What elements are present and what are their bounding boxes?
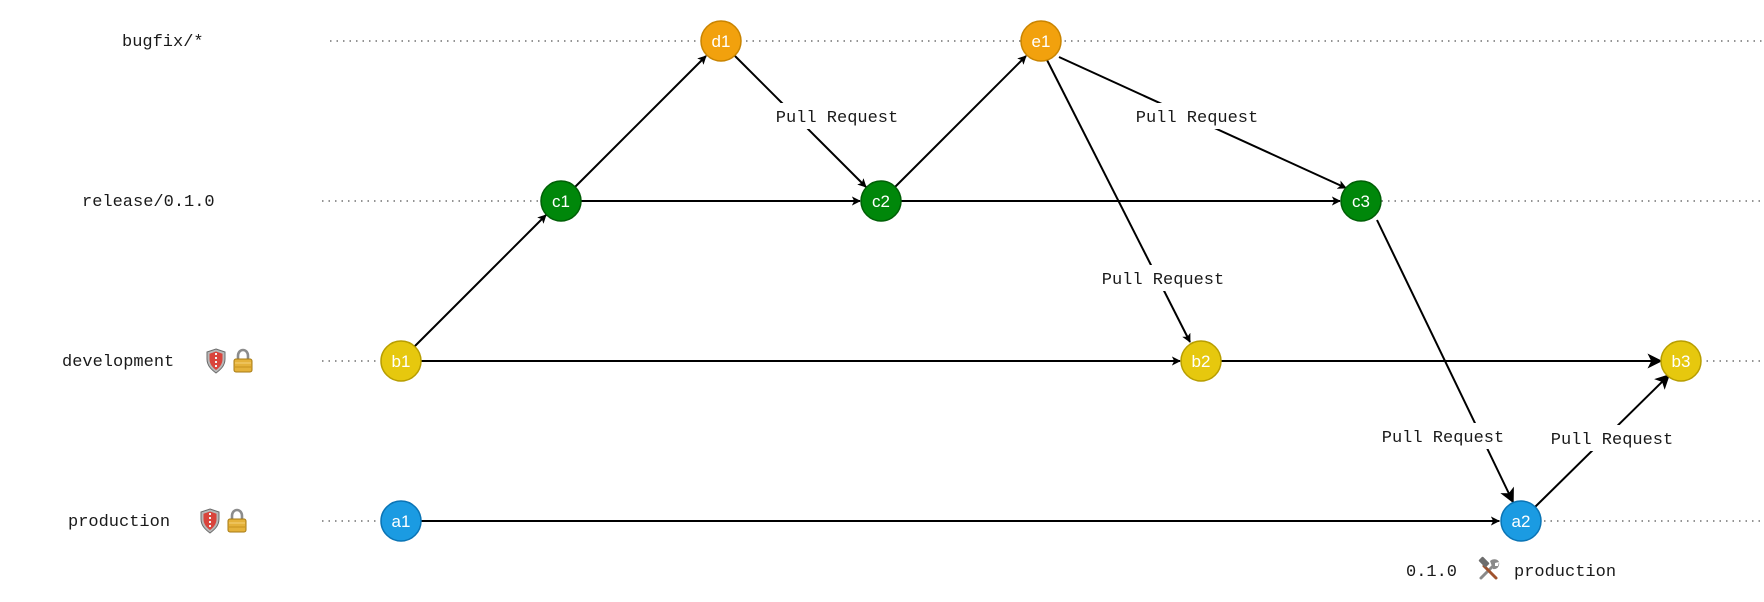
commit-node-b2: b2 <box>1180 340 1222 382</box>
branch-label-development: development <box>62 353 174 372</box>
edge-b1-c1 <box>413 214 547 348</box>
commit-node-b1: b1 <box>380 340 422 382</box>
svg-text:e1: e1 <box>1032 32 1051 51</box>
commit-node-a1: a1 <box>380 500 422 542</box>
commit-node-b3: b3 <box>1660 340 1702 382</box>
svg-text:Pull Request: Pull Request <box>1382 429 1504 448</box>
release-tag-environment: production <box>1514 563 1616 582</box>
hammer-wrench-icon <box>1478 556 1500 580</box>
svg-text:b1: b1 <box>392 352 411 371</box>
edge-label-e1-c3: Pull Request <box>1122 103 1272 129</box>
edge-e1-b2 <box>1046 59 1191 343</box>
svg-text:c3: c3 <box>1352 192 1370 211</box>
edge-label-d1-c2: Pull Request <box>762 103 910 129</box>
shield-icon <box>200 508 220 534</box>
svg-text:c1: c1 <box>552 192 570 211</box>
edge-label-e1-b2: Pull Request <box>1088 265 1238 291</box>
lock-icon <box>227 508 247 533</box>
release-tag: 0.1.0 production <box>1406 556 1616 582</box>
svg-text:Pull Request: Pull Request <box>1136 109 1258 128</box>
commit-nodes: d1 e1 c1 c2 c3 b1 b2 b3 <box>380 20 1702 542</box>
shield-icon <box>206 348 226 374</box>
edge-c3-a2 <box>1376 219 1514 504</box>
edge-c1-d1 <box>574 55 707 188</box>
svg-text:a1: a1 <box>392 512 411 531</box>
commit-node-a2: a2 <box>1500 500 1542 542</box>
lock-icon <box>233 348 253 373</box>
edge-label-a2-b3: Pull Request <box>1537 425 1687 451</box>
edge-label-c3-a2: Pull Request <box>1368 423 1518 449</box>
svg-text:Pull Request: Pull Request <box>1102 271 1224 290</box>
commit-node-c1: c1 <box>540 180 582 222</box>
svg-text:a2: a2 <box>1512 512 1531 531</box>
edges <box>413 55 1671 526</box>
branch-labels: bugfix/* release/0.1.0 development produ… <box>62 33 253 534</box>
edge-c2-e1 <box>894 55 1027 188</box>
svg-text:d1: d1 <box>712 32 731 51</box>
svg-text:Pull Request: Pull Request <box>776 109 898 128</box>
branch-label-release: release/0.1.0 <box>82 193 215 212</box>
commit-node-d1: d1 <box>700 20 742 62</box>
svg-text:b2: b2 <box>1192 352 1211 371</box>
edge-labels: Pull Request Pull Request Pull Request P… <box>762 103 1687 451</box>
svg-text:c2: c2 <box>872 192 890 211</box>
branch-label-bugfix: bugfix/* <box>122 33 204 52</box>
commit-node-e1: e1 <box>1020 20 1062 62</box>
commit-node-c3: c3 <box>1340 180 1382 222</box>
commit-node-c2: c2 <box>860 180 902 222</box>
svg-text:b3: b3 <box>1672 352 1691 371</box>
svg-text:Pull Request: Pull Request <box>1551 431 1673 450</box>
release-tag-version: 0.1.0 <box>1406 563 1457 582</box>
branch-label-production: production <box>68 513 170 532</box>
